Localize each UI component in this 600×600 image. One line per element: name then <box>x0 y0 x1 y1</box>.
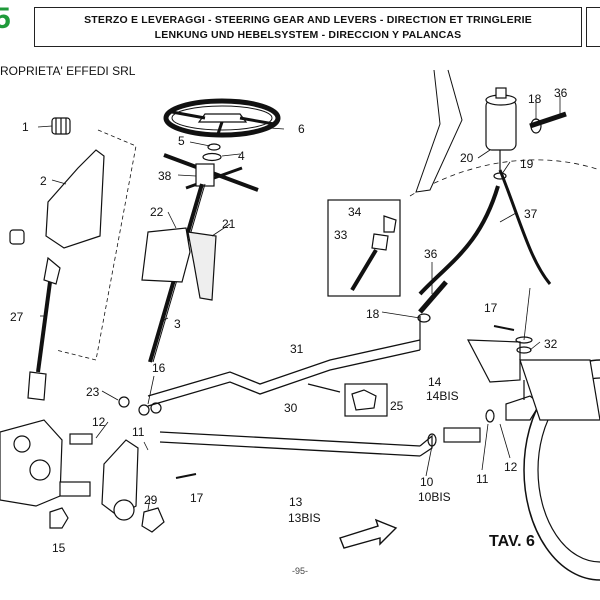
callout-6: 6 <box>298 122 305 136</box>
callout-17-lower: 17 <box>190 491 204 505</box>
hydraulic-hose-return <box>498 169 552 285</box>
callout-21: 21 <box>222 217 236 231</box>
leader-lines <box>37 96 561 511</box>
column-bracket <box>45 149 105 249</box>
clamp-leader <box>307 383 341 393</box>
lever-assembly <box>163 153 259 192</box>
callout-1: 1 <box>22 120 29 134</box>
hydraulic-hose <box>418 185 500 296</box>
bushing <box>51 117 71 135</box>
cotter-pin-upper <box>493 325 515 331</box>
clamp-detail-frame <box>344 383 388 417</box>
steering-gearbox <box>0 419 91 507</box>
title-line-2: LENKUNG UND HEBELSYSTEM - DIRECCION Y PA… <box>154 29 462 41</box>
callout-16: 16 <box>152 361 166 375</box>
callout-10bis: 10BIS <box>418 490 451 504</box>
callout-4: 4 <box>238 149 245 163</box>
callout-17-upper: 17 <box>484 301 498 315</box>
header-side-box <box>586 7 600 47</box>
callout-14bis: 14BIS <box>426 389 459 403</box>
title-box: STERZO E LEVERAGGI - STEERING GEAR AND L… <box>34 7 582 47</box>
steering-wheel <box>163 98 281 138</box>
hose-routing-guide <box>409 159 600 197</box>
callout-18-top: 18 <box>528 92 542 106</box>
callout-13bis: 13BIS <box>288 511 321 525</box>
pitman-hub <box>113 499 135 521</box>
guide-outline <box>55 129 137 361</box>
inset-hose <box>350 248 378 292</box>
ball-joint <box>141 507 165 533</box>
callout-33: 33 <box>334 228 348 242</box>
callout-5: 5 <box>178 134 185 148</box>
tie-rod <box>147 316 421 407</box>
wheel-hub <box>519 359 600 581</box>
drawing-header: 5 STERZO E LEVERAGGI - STEERING GEAR AND… <box>0 0 600 60</box>
callout-18-middle: 18 <box>366 307 380 321</box>
callout-37: 37 <box>524 207 538 221</box>
callout-labels: 1 2 3 4 5 6 38 22 21 27 16 23 12 11 29 1… <box>10 86 568 555</box>
tractor-frame <box>415 69 463 193</box>
hose-36 <box>529 111 567 129</box>
ferrule-34 <box>383 215 397 233</box>
ferrule-33 <box>371 233 389 251</box>
washer-16b <box>150 402 162 414</box>
title-line-1: STERZO E LEVERAGGI - STEERING GEAR AND L… <box>84 14 532 26</box>
callout-19: 19 <box>520 157 534 171</box>
callout-11-left: 11 <box>132 425 145 439</box>
shroud-cover <box>187 231 217 301</box>
callout-10: 10 <box>420 475 434 489</box>
callout-15: 15 <box>52 541 66 555</box>
callout-32: 32 <box>544 337 558 351</box>
washer <box>202 152 222 162</box>
callout-14: 14 <box>428 375 442 389</box>
callout-36-top: 36 <box>554 86 568 100</box>
cross-reference: TAV. 6 <box>489 533 535 550</box>
ball-joint-bolt <box>69 433 93 445</box>
drag-link <box>159 431 433 457</box>
inset-frame <box>327 199 401 297</box>
direction-arrow <box>339 518 398 549</box>
adjusting-sleeve <box>443 427 481 443</box>
callout-12-left: 12 <box>92 415 106 429</box>
oil-reservoir <box>485 87 517 170</box>
cotter-pin-lower <box>175 473 197 479</box>
rod-nut <box>485 409 495 423</box>
sheet-code: 5 <box>0 2 11 35</box>
callout-25: 25 <box>390 399 404 413</box>
callout-11-right: 11 <box>476 472 489 486</box>
clamp <box>351 389 377 411</box>
callout-12-right: 12 <box>504 460 518 474</box>
callout-3: 3 <box>174 317 181 331</box>
callout-36-middle: 36 <box>424 247 438 261</box>
washer-32 <box>516 346 532 354</box>
axle-bracket <box>466 339 521 383</box>
callout-38: 38 <box>158 169 172 183</box>
washer-16a <box>138 404 150 416</box>
page-number: -95- <box>291 566 308 576</box>
callout-27: 27 <box>10 310 24 324</box>
column-shroud <box>141 227 191 283</box>
pitman-arm <box>101 439 139 517</box>
callout-13: 13 <box>289 495 303 509</box>
callout-31: 31 <box>290 342 304 356</box>
callout-30: 30 <box>284 401 298 415</box>
callout-29: 29 <box>144 493 158 507</box>
nut <box>207 143 221 151</box>
bushing-small <box>9 229 25 245</box>
clamp-19 <box>493 172 507 180</box>
callout-20: 20 <box>460 151 474 165</box>
callout-23: 23 <box>86 385 100 399</box>
callout-22: 22 <box>150 205 164 219</box>
callout-2: 2 <box>40 174 47 188</box>
ownership-note: ROPRIETA' EFFEDI SRL <box>0 64 136 78</box>
hose-fitting <box>418 280 448 314</box>
intermediate-shaft <box>27 256 61 401</box>
callout-34: 34 <box>348 205 362 219</box>
fixing-nut <box>49 507 69 529</box>
bolt-23-head <box>118 396 130 408</box>
